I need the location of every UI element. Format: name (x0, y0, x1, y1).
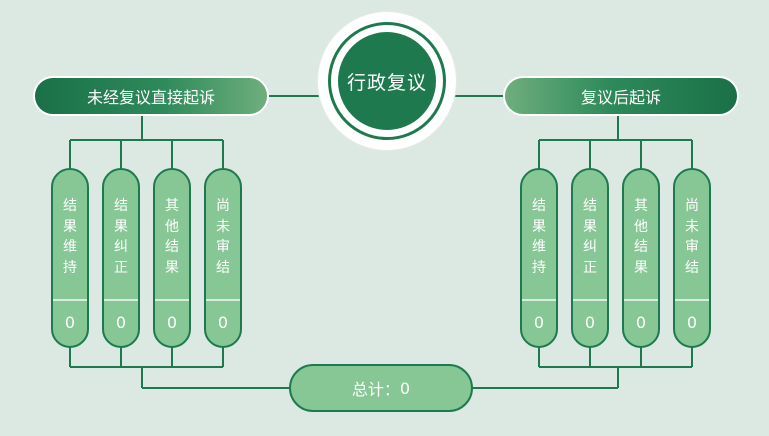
capsule-value: 0 (115, 313, 127, 332)
capsule-value: 0 (686, 313, 698, 332)
capsule-value: 0 (584, 313, 596, 332)
capsule-label: 结 果 维 持 (532, 198, 546, 276)
left-result-corrected: 结 果 纠 正 0 (102, 168, 140, 348)
capsule-value: 0 (217, 313, 229, 332)
total-box: 总计： 0 (289, 364, 473, 412)
capsule-divider (675, 299, 709, 301)
capsule-divider (155, 299, 189, 301)
capsule-value: 0 (533, 313, 545, 332)
center-title: 行政复议 (338, 32, 436, 130)
capsule-value: 0 (64, 313, 76, 332)
center-ring: 行政复议 (328, 22, 446, 140)
capsule-divider (104, 299, 138, 301)
capsule-divider (624, 299, 658, 301)
right-pending: 尚 未 审 结 0 (673, 168, 711, 348)
center-node: 行政复议 (318, 12, 456, 150)
capsule-label: 其 他 结 果 (634, 198, 648, 276)
total-value: 0 (399, 378, 411, 398)
left-other-result: 其 他 结 果 0 (153, 168, 191, 348)
capsule-label: 结 果 纠 正 (114, 198, 128, 276)
capsule-divider (206, 299, 240, 301)
capsule-label: 其 他 结 果 (165, 198, 179, 276)
left-result-upheld: 结 果 维 持 0 (51, 168, 89, 348)
right-result-upheld: 结 果 维 持 0 (520, 168, 558, 348)
capsule-divider (573, 299, 607, 301)
capsule-label: 结 果 维 持 (63, 198, 77, 276)
left-group-title: 未经复议直接起诉 (33, 76, 269, 116)
capsule-value: 0 (635, 313, 647, 332)
capsule-label: 尚 未 审 结 (216, 198, 230, 276)
left-pending: 尚 未 审 结 0 (204, 168, 242, 348)
capsule-label: 尚 未 审 结 (685, 198, 699, 276)
capsule-divider (522, 299, 556, 301)
right-other-result: 其 他 结 果 0 (622, 168, 660, 348)
capsule-label: 结 果 纠 正 (583, 198, 597, 276)
right-group-title: 复议后起诉 (503, 76, 739, 116)
total-label: 总计： (351, 380, 400, 399)
capsule-value: 0 (166, 313, 178, 332)
capsule-divider (53, 299, 87, 301)
right-result-corrected: 结 果 纠 正 0 (571, 168, 609, 348)
